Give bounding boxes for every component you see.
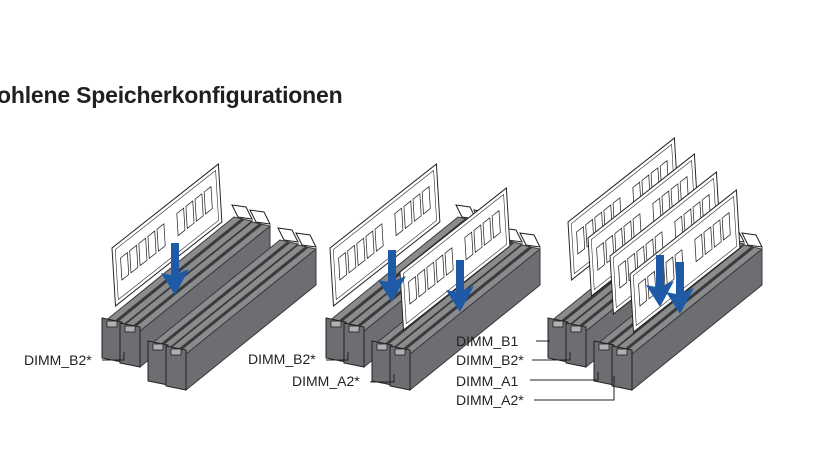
slot-latch [249,209,271,225]
leader-line [326,352,349,361]
memory-chip [596,241,606,271]
label-config3-dimm-b1: DIMM_B1 [456,333,518,349]
memory-chip [403,200,413,230]
insert-arrow-icon [646,255,674,307]
latch-notch [616,348,628,356]
memory-chip [147,230,157,260]
insert-arrow-icon [161,243,189,295]
slot-latch [277,227,299,243]
memory-chip [120,251,130,281]
label-config1-dimm-b2: DIMM_B2* [24,352,92,368]
memory-chip [665,256,675,286]
memory-chip [194,193,204,222]
latch-notch [124,325,136,333]
memory-chip [435,254,445,284]
leader-line [102,352,125,361]
memory-chip [694,233,704,263]
latch-notch [570,325,582,333]
insert-arrow-icon [446,260,474,312]
latch-notch [598,343,610,351]
latch-notch [170,348,182,356]
slot-latch [741,232,763,248]
label-config3-dimm-b2: DIMM_B2* [456,352,524,368]
memory-chip [638,277,648,307]
slot-groove [176,245,308,354]
latch-notch [552,320,564,328]
leader-line [534,376,615,401]
dimm-slot [611,232,764,392]
memory-chip [394,207,404,237]
memory-chip [444,247,454,276]
label-config2-dimm-a2: DIMM_A2* [292,373,360,389]
memory-chip [712,219,722,248]
memory-chip [129,244,139,274]
memory-chip [347,244,357,274]
memory-chip [203,185,213,215]
label-config3-dimm-a2: DIMM_A2* [456,392,524,408]
memory-chip [618,259,628,289]
memory-chip [356,237,366,267]
memory-chip [185,200,195,230]
memory-chip [491,209,501,239]
latch-notch [348,325,360,333]
module-outline [114,169,219,301]
module-pcb [329,163,441,307]
slot-latch [231,204,253,220]
insert-arrow-icon [378,250,406,302]
memory-chip [138,237,148,267]
leader-line [532,352,571,361]
label-config3-dimm-a1: DIMM_A1 [456,373,518,389]
latch-notch [106,320,118,328]
slot-latch [295,232,317,248]
memory-chip [176,207,186,237]
memory-chip [408,275,418,305]
memory-chip [482,217,492,246]
memory-chip [426,261,436,291]
latch-notch [376,343,388,351]
module-outline [332,169,437,301]
module-outline [632,195,737,327]
leader-line [370,374,395,383]
label-config2-dimm-b2: DIMM_B2* [248,351,316,367]
memory-chip [421,185,431,215]
memory-chip [338,251,348,281]
memory-chip [703,226,713,256]
slot-groove [158,240,290,349]
dimm-slot [165,232,318,392]
memory-chip [473,224,483,254]
memory-chip [374,223,384,252]
section-title: ohlene Speicherkonfigurationen [0,82,343,108]
memory-chip [365,230,375,260]
latch-notch [330,320,342,328]
latch-notch [394,348,406,356]
slot-groove [130,222,262,331]
memory-module [111,163,223,307]
memory-chip [576,225,586,255]
memory-chip [412,193,422,222]
memory-chip [156,223,166,252]
latch-notch [152,343,164,351]
memory-chip [721,211,731,241]
memory-chip [417,268,427,298]
module-pcb [111,163,223,307]
memory-module [329,163,441,307]
slot-groove [622,245,754,354]
memory-chip [464,231,474,261]
insert-arrow-icon [666,262,694,314]
slot-latch [519,232,541,248]
leader-line [530,372,599,381]
